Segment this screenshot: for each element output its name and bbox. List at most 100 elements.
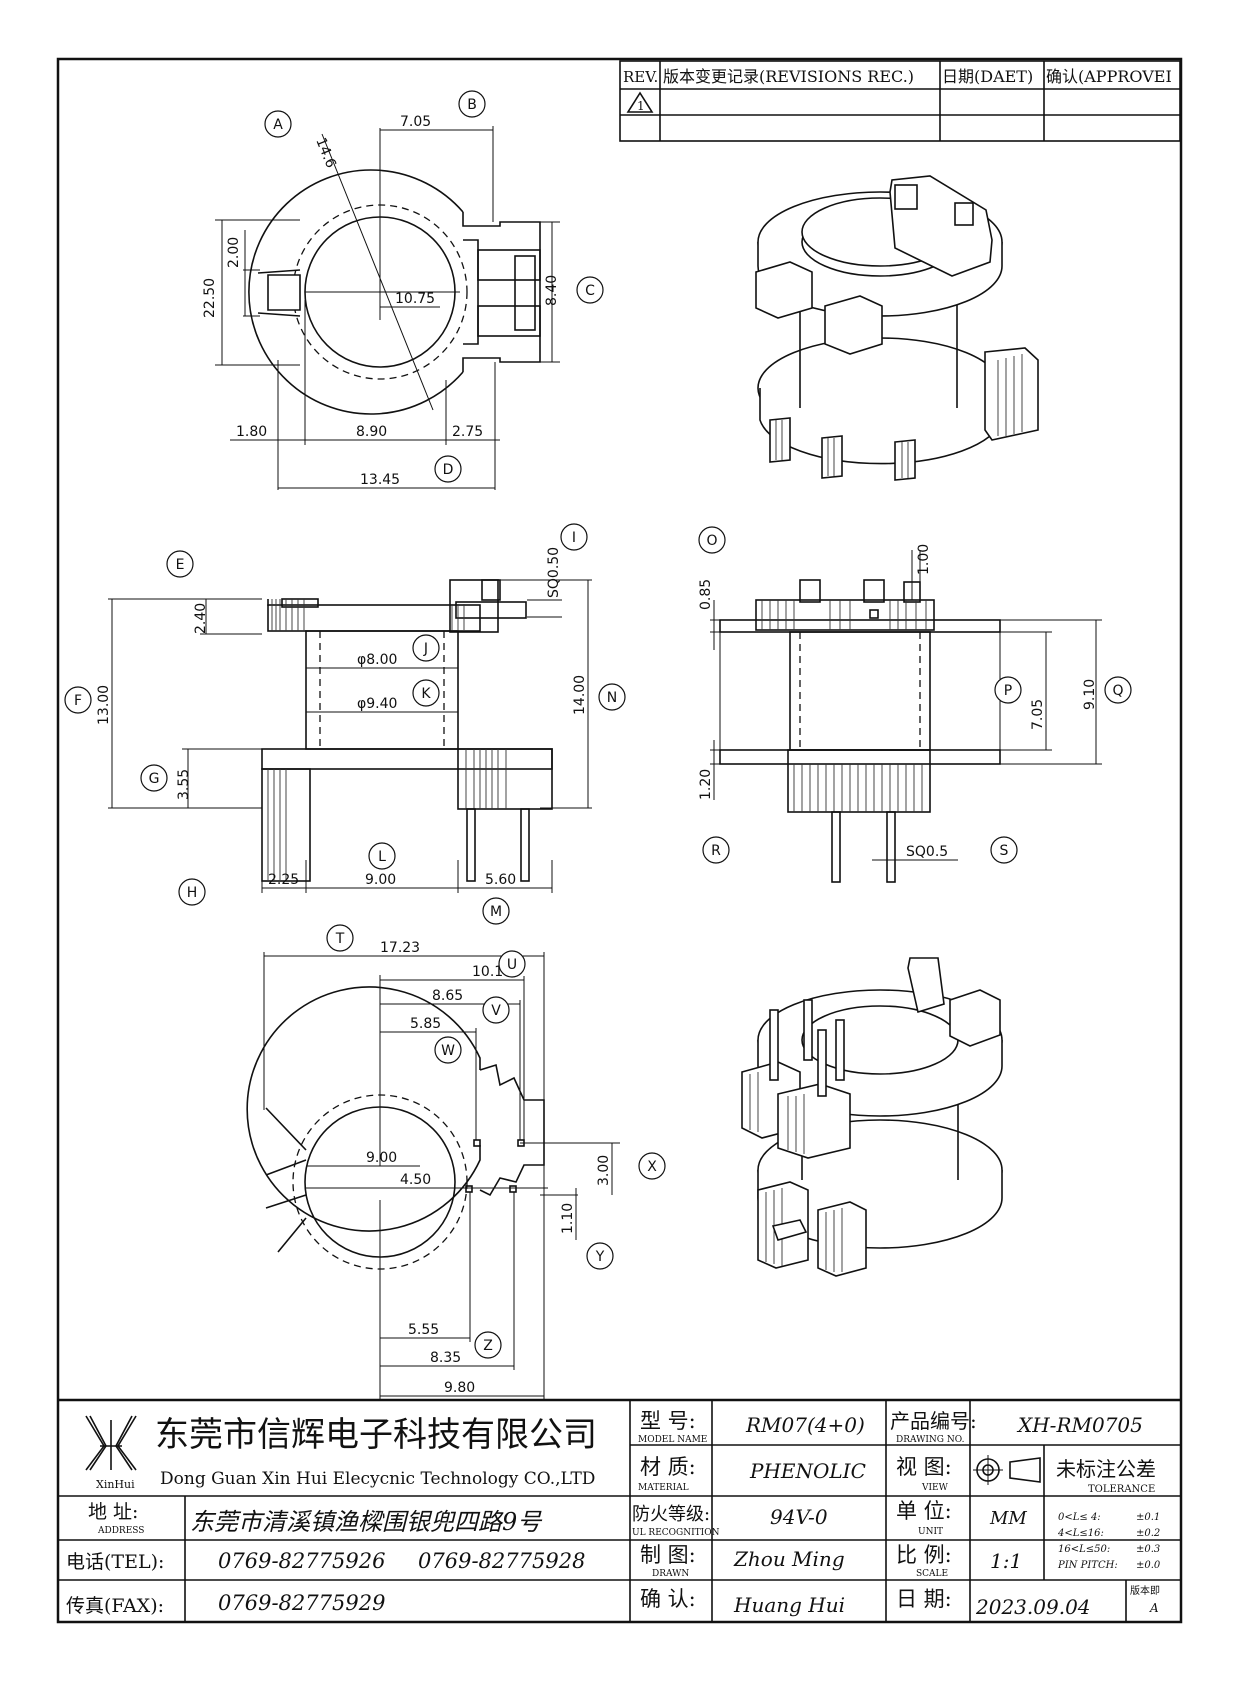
svg-text:13.00: 13.00 (96, 685, 112, 725)
svg-text:φ8.00: φ8.00 (357, 652, 397, 668)
marker-i: I (560, 523, 588, 551)
svg-text:14.00: 14.00 (572, 675, 588, 715)
svg-text:1.00: 1.00 (916, 544, 932, 575)
svg-text:2.75: 2.75 (452, 424, 483, 440)
svg-text:U: U (507, 957, 517, 973)
svg-text:φ9.40: φ9.40 (357, 696, 397, 712)
svg-text:VIEW: VIEW (921, 1483, 949, 1493)
svg-text:10.75: 10.75 (395, 291, 435, 307)
marker-y: Y (586, 1242, 614, 1270)
marker-e: E (166, 550, 194, 578)
scale-value: 1:1 (990, 1549, 1022, 1573)
svg-text:X: X (647, 1159, 657, 1175)
svg-text:9.00: 9.00 (366, 1150, 397, 1166)
company-logo: XinHui (85, 1415, 137, 1491)
drawn-value: Zhou Ming (733, 1547, 845, 1571)
marker-b: B (458, 90, 486, 118)
svg-text:±0.3: ±0.3 (1136, 1544, 1160, 1555)
marker-p: P (994, 676, 1022, 704)
bottom-view: 17.23 10.10 8.65 5.85 9.00 4.50 3.00 1.1… (246, 940, 620, 1400)
svg-text:H: H (187, 885, 198, 901)
svg-text:1.80: 1.80 (236, 424, 267, 440)
title-block: XinHui 东莞市信辉电子科技有限公司 Dong Guan Xin Hui E… (58, 1398, 1180, 1622)
svg-text:地 址:: 地 址: (88, 1501, 138, 1523)
marker-u: U (498, 950, 526, 978)
svg-text:G: G (149, 771, 160, 787)
svg-text:Y: Y (595, 1249, 605, 1265)
svg-text:B: B (467, 97, 477, 113)
svg-text:M: M (490, 904, 502, 920)
marker-o: O (698, 526, 726, 554)
tolerance-title: 未标注公差 (1056, 1457, 1156, 1481)
svg-text:±0.0: ±0.0 (1136, 1560, 1161, 1571)
version-value: A (1149, 1601, 1159, 1615)
svg-text:P: P (1004, 683, 1012, 699)
svg-text:W: W (441, 1043, 455, 1059)
svg-text:1.10: 1.10 (560, 1203, 576, 1234)
tel-1: 0769-82775926 (218, 1549, 385, 1573)
svg-text:16<L≤50:: 16<L≤50: (1058, 1544, 1110, 1555)
svg-text:K: K (421, 686, 431, 702)
svg-text:传真(FAX):: 传真(FAX): (66, 1595, 164, 1617)
marker-n: N (598, 683, 626, 711)
top-view: 7.05 14.6 22.50 2.00 10.75 8.40 1.80 8.9… (202, 114, 560, 490)
svg-text:T: T (335, 931, 345, 947)
drawing-no-value: XH-RM0705 (1016, 1413, 1143, 1437)
approve-header: 确认(APPROVEI (1046, 67, 1172, 86)
projection-symbol-icon (973, 1455, 1041, 1485)
svg-text:UNIT: UNIT (918, 1527, 943, 1537)
svg-text:E: E (176, 557, 185, 573)
marker-l: L (368, 842, 396, 870)
side-view: 0.85 1.00 7.05 9.10 1.20 SQ0.5 (698, 544, 1102, 883)
svg-text:Z: Z (483, 1338, 493, 1354)
svg-text:C: C (585, 283, 595, 299)
svg-text:R: R (711, 843, 721, 859)
svg-text:±0.2: ±0.2 (1136, 1528, 1160, 1539)
marker-k: K (412, 679, 440, 707)
svg-text:8.40: 8.40 (544, 275, 560, 306)
unit-value: MM (989, 1508, 1027, 1529)
svg-text:F: F (74, 693, 82, 709)
material-value: PHENOLIC (749, 1459, 866, 1483)
svg-text:PIN PITCH:: PIN PITCH: (1057, 1560, 1118, 1571)
date-value: 2023.09.04 (975, 1595, 1091, 1619)
marker-c: C (576, 276, 604, 304)
svg-text:±0.1: ±0.1 (1136, 1512, 1160, 1523)
svg-text:O: O (706, 533, 717, 549)
confirm-value: Huang Hui (733, 1593, 845, 1617)
svg-text:1.20: 1.20 (698, 769, 714, 800)
svg-text:A: A (273, 117, 283, 133)
svg-text:J: J (423, 641, 428, 657)
address-value: 东莞市清溪镇渔樑围银兜四路9号 (190, 1508, 543, 1536)
svg-text:确 认:: 确 认: (640, 1587, 696, 1611)
marker-w: W (434, 1036, 462, 1064)
svg-text:视 图:: 视 图: (896, 1455, 952, 1479)
svg-text:Q: Q (1112, 683, 1123, 699)
svg-text:产品编号:: 产品编号: (890, 1409, 977, 1433)
svg-text:I: I (572, 530, 576, 546)
front-view: 13.00 2.40 3.55 φ8.00 φ9.40 14.00 SQ0.50… (96, 547, 592, 893)
marker-z: Z (474, 1331, 502, 1359)
svg-text:电话(TEL):: 电话(TEL): (66, 1551, 164, 1573)
svg-text:SQ0.50: SQ0.50 (546, 547, 562, 598)
svg-text:2.00: 2.00 (226, 237, 242, 268)
date-header: 日期(DAET) (942, 67, 1033, 86)
rev-header: REV. (623, 68, 658, 86)
svg-text:5.60: 5.60 (485, 872, 516, 888)
revision-triangle-icon (626, 91, 654, 113)
dim-7-05: 7.05 (400, 114, 431, 130)
svg-text:9.10: 9.10 (1082, 679, 1098, 710)
svg-text:1: 1 (637, 99, 645, 113)
svg-text:0<L≤ 4:: 0<L≤ 4: (1058, 1512, 1101, 1523)
marker-h: H (178, 878, 206, 906)
marker-s: S (990, 836, 1018, 864)
svg-text:V: V (491, 1003, 501, 1019)
revisions-header: 版本变更记录(REVISIONS REC.) (663, 67, 914, 86)
company-name-en: Dong Guan Xin Hui Elecycnic Technology C… (160, 1469, 595, 1489)
svg-text:4.50: 4.50 (400, 1172, 431, 1188)
svg-text:XinHui: XinHui (96, 1478, 135, 1491)
svg-text:ADDRESS: ADDRESS (97, 1526, 144, 1536)
svg-text:4<L≤16:: 4<L≤16: (1057, 1528, 1104, 1539)
fax-value: 0769-82775929 (218, 1591, 385, 1615)
